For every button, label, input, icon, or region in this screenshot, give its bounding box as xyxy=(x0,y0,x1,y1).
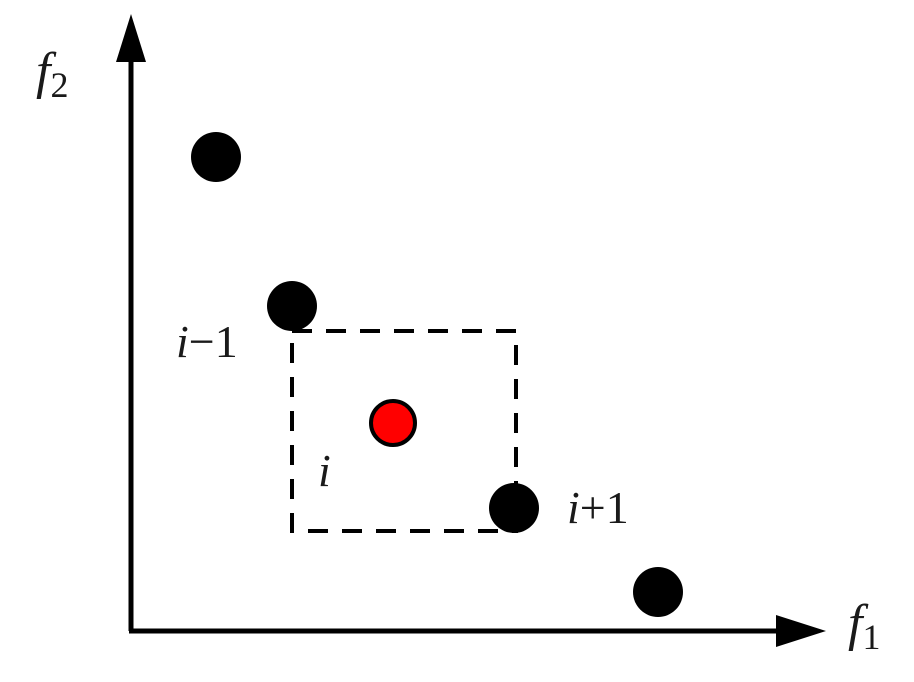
point-bottom-right xyxy=(633,567,683,617)
y-axis-label: f2 xyxy=(36,43,68,105)
x-axis-label: f1 xyxy=(848,595,880,657)
label-i-minus-1: i−1 xyxy=(176,316,238,367)
point-i-plus-1 xyxy=(489,483,539,533)
crowding-cuboid xyxy=(290,329,518,533)
point-i-minus-1 xyxy=(267,281,317,331)
point-top-left xyxy=(191,132,241,182)
point-i xyxy=(369,399,417,447)
y-axis-arrowhead xyxy=(116,14,146,62)
label-i-plus-1: i+1 xyxy=(567,482,629,533)
label-i: i xyxy=(318,445,331,496)
axes xyxy=(116,14,826,647)
x-axis-arrowhead xyxy=(776,615,826,647)
